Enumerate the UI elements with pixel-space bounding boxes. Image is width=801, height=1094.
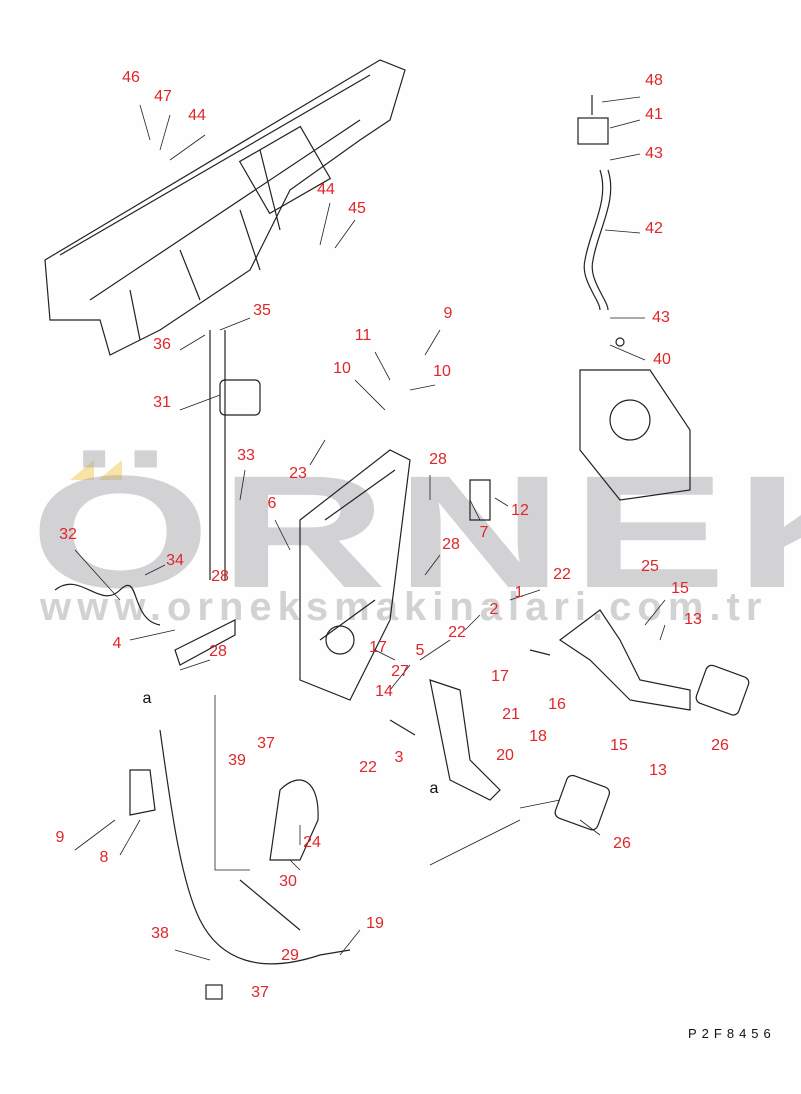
callout-28: 28: [211, 568, 229, 585]
watermark-accent: [70, 460, 94, 480]
callout-47: 47: [154, 88, 172, 105]
callout-10: 10: [333, 360, 351, 377]
callout-39: 39: [228, 752, 246, 769]
callout-22: 22: [359, 759, 377, 776]
callout-33: 33: [237, 447, 255, 464]
callout-22: 22: [553, 566, 571, 583]
watermark-url: www.orneksmakinalari.com.tr: [40, 585, 768, 629]
callout-43: 43: [645, 145, 663, 162]
callout-17: 17: [491, 668, 509, 685]
reference-a: a: [142, 690, 152, 707]
callout-45: 45: [348, 200, 366, 217]
callout-4: 4: [112, 635, 122, 652]
callout-38: 38: [151, 925, 169, 942]
callout-35: 35: [253, 302, 271, 319]
pedal-assembly: [54, 330, 750, 1000]
callout-43: 43: [652, 309, 670, 326]
callout-21: 21: [502, 706, 520, 723]
callout-22: 22: [448, 624, 466, 641]
callout-3: 3: [394, 749, 404, 766]
callout-26: 26: [711, 737, 729, 754]
callout-29: 29: [281, 947, 299, 964]
callout-13: 13: [684, 611, 702, 628]
frame-member: [44, 59, 406, 356]
callout-15: 15: [671, 580, 689, 597]
callout-26: 26: [613, 835, 631, 852]
callout-46: 46: [122, 69, 140, 86]
callout-40: 40: [653, 351, 671, 368]
callout-8: 8: [99, 849, 109, 866]
callout-44: 44: [188, 107, 206, 124]
leader-lines: [74, 96, 666, 961]
callout-11: 11: [354, 327, 372, 344]
callout-24: 24: [303, 834, 321, 851]
reference-a: a: [429, 780, 439, 797]
callout-41: 41: [645, 106, 663, 123]
callout-5: 5: [415, 642, 425, 659]
callout-13: 13: [649, 762, 667, 779]
callout-37: 37: [257, 735, 275, 752]
callout-36: 36: [153, 336, 171, 353]
callout-7: 7: [479, 524, 489, 541]
callout-42: 42: [645, 220, 663, 237]
callout-19: 19: [366, 915, 384, 932]
callout-16: 16: [548, 696, 566, 713]
drawing-code: P2F8456: [688, 1026, 776, 1041]
watermark-accent: [98, 460, 122, 480]
callout-6: 6: [267, 495, 277, 512]
callout-12: 12: [511, 502, 529, 519]
callout-37: 37: [251, 984, 269, 1001]
callout-44: 44: [317, 181, 335, 198]
callout-15: 15: [610, 737, 628, 754]
callout-28: 28: [429, 451, 447, 468]
callout-23: 23: [289, 465, 307, 482]
callout-48: 48: [645, 72, 663, 89]
callout-18: 18: [529, 728, 547, 745]
callout-2: 2: [489, 601, 499, 618]
callout-14: 14: [375, 683, 393, 700]
hose-assembly: [577, 95, 691, 501]
callout-9: 9: [443, 305, 453, 322]
callout-1: 1: [514, 584, 524, 601]
callout-31: 31: [153, 394, 171, 411]
callout-25: 25: [641, 558, 659, 575]
callout-9: 9: [55, 829, 65, 846]
callout-28: 28: [442, 536, 460, 553]
callout-20: 20: [496, 747, 514, 764]
callout-17: 17: [369, 639, 387, 656]
callout-27: 27: [391, 663, 409, 680]
callout-32: 32: [59, 526, 77, 543]
watermark-brand: ÖRNEK: [30, 442, 801, 621]
callout-10: 10: [433, 363, 451, 380]
callout-34: 34: [166, 552, 184, 569]
callout-28: 28: [209, 643, 227, 660]
callout-30: 30: [279, 873, 297, 890]
